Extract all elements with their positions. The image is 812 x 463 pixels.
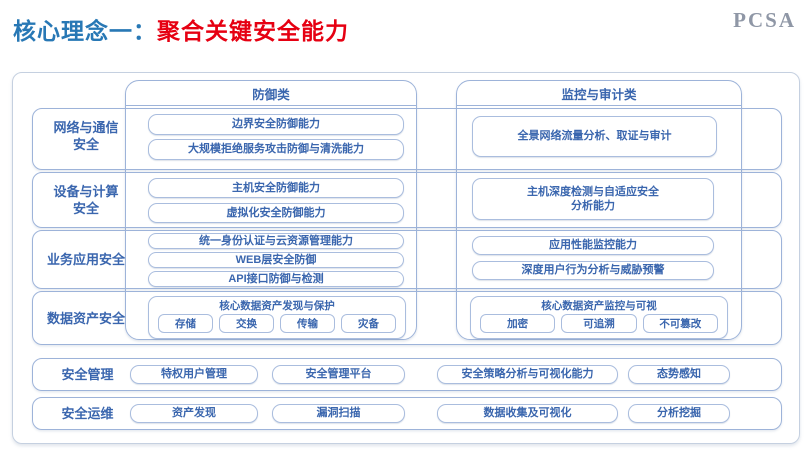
data-defense-sub-box: 灾备: [341, 314, 396, 333]
data-defense-sub-box: 传输: [280, 314, 335, 333]
row-operations-label: 安全运维: [61, 406, 114, 421]
data-monitor-group-title: 核心数据资产监控与可视: [541, 300, 657, 312]
operations-capability-box: 数据收集及可视化: [437, 404, 618, 423]
operations-capability-box: 分析挖掘: [628, 404, 730, 423]
data-defense-sub-box: 存储: [158, 314, 213, 333]
data-defense-group-items: 存储 交换 传输 灾备: [149, 314, 405, 338]
defense-capability-box: 边界安全防御能力: [148, 114, 404, 135]
row-application-label: 业务应用安全: [46, 252, 125, 267]
data-defense-group: 核心数据资产发现与保护 存储 交换 传输 灾备: [148, 296, 406, 339]
data-monitor-sub-box: 加密: [480, 314, 556, 333]
monitor-capability-box: 深度用户行为分析与威胁预警: [472, 261, 714, 280]
data-monitor-sub-box: 可追溯: [561, 314, 637, 333]
row-data: [32, 291, 782, 345]
monitor-capability-box: 全景网络流量分析、取证与审计: [472, 116, 717, 157]
row-network-label: 网络与通信 安全: [53, 120, 119, 152]
row-device-label: 设备与计算 安全: [53, 184, 119, 216]
column-defense: 防御类: [125, 80, 417, 340]
defense-capability-box: 虚拟化安全防御能力: [148, 203, 404, 223]
column-monitor-header: 监控与审计类: [457, 81, 741, 106]
data-monitor-group-items: 加密 可追溯 不可篡改: [471, 314, 727, 338]
pcsa-logo: PCSA: [733, 8, 796, 32]
column-defense-header: 防御类: [126, 81, 416, 106]
column-monitor: 监控与审计类: [456, 80, 742, 340]
data-monitor-group: 核心数据资产监控与可视 加密 可追溯 不可篡改: [470, 296, 728, 339]
defense-capability-box: 大规模拒绝服务攻击防御与清洗能力: [148, 139, 404, 160]
row-device: [32, 172, 782, 228]
row-management-label: 安全管理: [61, 367, 114, 382]
page-title-prefix: 核心理念一：: [13, 18, 157, 44]
defense-capability-box: 统一身份认证与云资源管理能力: [148, 233, 404, 249]
defense-capability-box: WEB层安全防御: [148, 252, 404, 268]
management-capability-box: 特权用户管理: [130, 365, 258, 384]
page-title-main: 聚合关键安全能力: [157, 18, 349, 44]
management-capability-box: 态势感知: [628, 365, 730, 384]
management-capability-box: 安全策略分析与可视化能力: [437, 365, 618, 384]
row-application: [32, 230, 782, 289]
management-capability-box: 安全管理平台: [272, 365, 405, 384]
row-network: [32, 108, 782, 170]
outer-frame: [12, 72, 800, 444]
data-defense-group-title: 核心数据资产发现与保护: [219, 300, 335, 312]
operations-capability-box: 资产发现: [130, 404, 258, 423]
defense-capability-box: 主机安全防御能力: [148, 178, 404, 198]
data-monitor-sub-box: 不可篡改: [642, 314, 718, 333]
row-operations: [32, 397, 782, 430]
monitor-capability-box: 主机深度检测与自适应安全 分析能力: [472, 178, 714, 220]
monitor-capability-box: 应用性能监控能力: [472, 236, 714, 255]
data-defense-sub-box: 交换: [219, 314, 274, 333]
row-management: [32, 358, 782, 391]
page-title: 核心理念一：聚合关键安全能力: [13, 12, 349, 46]
defense-capability-box: API接口防御与检测: [148, 271, 404, 287]
row-data-label: 数据资产安全: [46, 311, 125, 326]
operations-capability-box: 漏洞扫描: [272, 404, 405, 423]
